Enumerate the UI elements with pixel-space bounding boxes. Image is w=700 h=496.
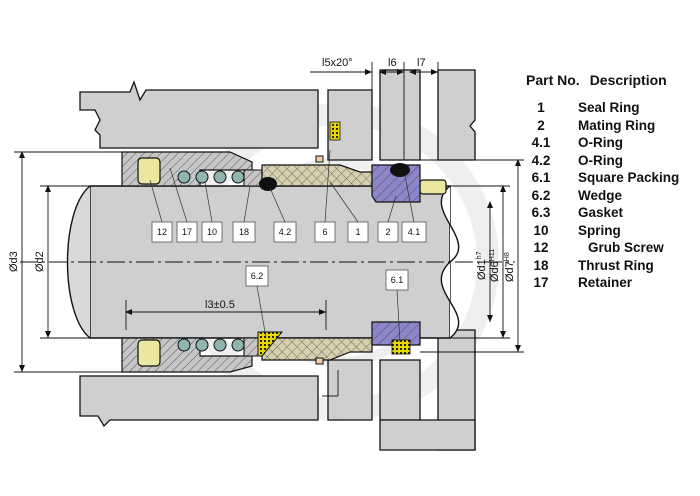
part-number: 6.2 (531, 187, 551, 203)
dim-d7-tol: H8 (504, 252, 511, 261)
legend-header: Part No. Description (526, 72, 698, 88)
callout-4-2: 4.2 (279, 227, 292, 237)
part-number: 10 (533, 222, 549, 238)
part-description: Mating Ring (578, 117, 656, 133)
dimension-labels: l5x20° l6 l7 l3±0.5 Ød3 Ød2 Ød1h7 Ød6H11… (8, 57, 516, 311)
part-description: Gasket (578, 205, 624, 220)
seal-ring (261, 164, 373, 361)
part-number: 6.1 (531, 170, 551, 185)
dim-d1: Ød1h7 (476, 251, 488, 280)
legend-row: 4.2 O-Ring (518, 153, 698, 171)
legend-row: 17 Retainer (518, 275, 698, 293)
part-description: O-Ring (578, 152, 623, 168)
callout-6-1: 6.1 (391, 275, 404, 285)
retainer-notches (315, 155, 324, 365)
callout-4-1: 4.1 (408, 227, 421, 237)
part-number: 4.1 (531, 135, 551, 150)
callout-1: 1 (355, 227, 360, 237)
grub-screw (137, 157, 447, 367)
legend-row: 2 Mating Ring (518, 118, 698, 136)
dim-d1-tol: h7 (476, 251, 483, 259)
housing-top (79, 69, 476, 161)
callout-labels: 12 17 10 18 4.2 6 1 2 4.1 6.2 6.1 (157, 227, 420, 285)
legend-row: 6.1 Square Packing (518, 170, 698, 188)
legend-row: 6.2 Wedge (518, 188, 698, 206)
callout-10: 10 (207, 227, 217, 237)
part-number: 4.2 (531, 152, 551, 168)
part-description: Seal Ring (578, 100, 640, 115)
housing-bottom (79, 329, 476, 451)
part-description: O-Ring (578, 135, 623, 150)
dim-d2: Ød2 (34, 251, 46, 272)
callout-6-2: 6.2 (251, 271, 264, 281)
callout-12: 12 (157, 227, 167, 237)
dim-d7: Ød7H8 (504, 252, 516, 282)
dim-d7-label: Ød7 (504, 261, 516, 282)
wedge (257, 331, 284, 357)
part-number: 6.3 (531, 205, 551, 220)
legend-row: 6.3 Gasket (518, 205, 698, 223)
legend-row: 18 Thrust Ring (518, 258, 698, 276)
dim-l5: l5x20° (322, 57, 353, 69)
callout-2: 2 (385, 227, 390, 237)
dim-l6: l6 (388, 57, 397, 69)
part-description: Spring (578, 222, 621, 238)
callout-leaders (149, 149, 415, 343)
part-number: 18 (533, 257, 549, 273)
dim-d6: Ød6H11 (489, 249, 501, 282)
part-description: Square Packing (578, 170, 680, 185)
legend-row: 4.1 O-Ring (518, 135, 698, 153)
legend-row: 10 Spring (518, 223, 698, 241)
callout-18: 18 (239, 227, 249, 237)
part-description: Grub Screw (588, 240, 664, 255)
dim-d1-label: Ød1 (476, 259, 488, 280)
legend-header-description: Description (589, 72, 667, 88)
part-number: 1 (537, 100, 545, 115)
legend-row: 1 Seal Ring (518, 100, 698, 118)
callout-6: 6 (322, 227, 327, 237)
callout-17: 17 (182, 227, 192, 237)
dimension-lines (14, 62, 524, 397)
part-description: Wedge (578, 187, 623, 203)
legend-row: 12 Grub Screw (518, 240, 698, 258)
part-description: Retainer (578, 275, 633, 290)
part-number: 12 (533, 240, 549, 255)
legend-header-part-no: Part No. (526, 72, 580, 88)
gasket (329, 121, 411, 355)
dim-d3: Ød3 (8, 251, 20, 272)
part-number: 17 (533, 275, 549, 290)
parts-legend: Part No. Description 1 Seal Ring 2 Mating Ri… (518, 72, 698, 293)
dim-l7: l7 (417, 57, 426, 69)
callout-boxes (151, 221, 427, 291)
dim-d6-tol: H11 (489, 249, 496, 261)
part-number: 2 (537, 117, 545, 133)
part-description: Thrust Ring (578, 257, 654, 273)
dim-l3: l3±0.5 (205, 299, 235, 311)
dim-d6-label: Ød6 (489, 261, 501, 282)
o-rings (259, 163, 410, 191)
